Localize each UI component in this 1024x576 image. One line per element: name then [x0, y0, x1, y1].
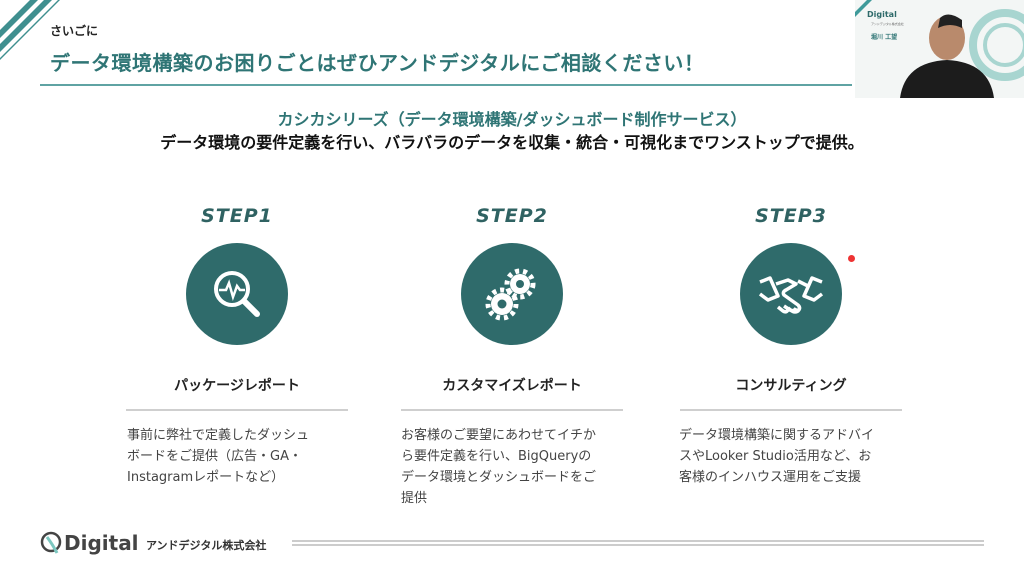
footer-rule: [292, 540, 984, 546]
ampersand-logo-icon: [40, 531, 62, 554]
step-3-description: データ環境構築に関するアドバイ スやLooker Studio活用など、お 客様…: [679, 425, 909, 488]
step-label: STEP1: [201, 205, 273, 227]
desc-line: ボードをご提供（広告・GA・: [127, 449, 302, 464]
footer-logo-text: Digital: [64, 531, 139, 555]
webcam-overlay: Digital アンドデジタル株式会社 堀川 工望: [855, 0, 1024, 98]
divider: [401, 409, 623, 411]
divider: [680, 409, 902, 411]
step-name: コンサルティング: [735, 378, 847, 394]
presenter-video: [855, 0, 1024, 98]
magnifier-pulse-icon: [186, 243, 288, 345]
divider: [126, 409, 348, 411]
laser-pointer: [848, 255, 855, 262]
gears-icon: [461, 243, 563, 345]
step-label: STEP3: [755, 205, 827, 227]
step-label: STEP2: [476, 205, 548, 227]
handshake-icon: [740, 243, 842, 345]
step-1-description: 事前に弊社で定義したダッシュ ボードをご提供（広告・GA・ Instagramレ…: [127, 425, 357, 488]
desc-line: ら要件定義を行い、BigQueryの: [401, 449, 592, 464]
footer-logo: Digital: [40, 531, 139, 555]
service-title: カシカシリーズ（データ環境構築/ダッシュボード制作サービス）: [277, 110, 747, 129]
step-3: STEP3 コンサルティング: [661, 205, 921, 411]
service-description: データ環境の要件定義を行い、バラバラのデータを収集・統合・可視化までワンストップ…: [160, 133, 864, 152]
step-2-description: お客様のご要望にあわせてイチか ら要件定義を行い、BigQueryの データ環境…: [401, 425, 631, 509]
desc-line: データ環境とダッシュボードをご: [401, 470, 597, 485]
desc-line: お客様のご要望にあわせてイチか: [401, 428, 597, 443]
step-name: パッケージレポート: [174, 378, 300, 394]
section-kicker: さいごに: [50, 24, 99, 38]
desc-line: スやLooker Studio活用など、お: [679, 449, 872, 464]
desc-line: Instagramレポートなど）: [127, 470, 285, 485]
presenter-name: 堀川 工望: [871, 34, 898, 41]
step-2: STEP2 カスタマイズレポート: [382, 205, 642, 411]
desc-line: データ環境構築に関するアドバイ: [679, 428, 875, 443]
step-1: STEP1 パッケージレポート: [107, 205, 367, 411]
desc-line: 客様のインハウス運用をご支援: [679, 470, 862, 485]
title-underline: [40, 84, 852, 86]
page-title: データ環境構築のお困りごとはぜひアンドデジタルにご相談ください！: [50, 51, 705, 75]
webcam-company: アンドデジタル株式会社: [871, 22, 904, 26]
desc-line: 提供: [401, 491, 428, 506]
webcam-logo: Digital: [867, 10, 897, 19]
footer-company: アンドデジタル株式会社: [146, 539, 267, 552]
step-name: カスタマイズレポート: [442, 378, 582, 394]
desc-line: 事前に弊社で定義したダッシュ: [127, 428, 310, 443]
corner-stripes: [0, 0, 60, 60]
